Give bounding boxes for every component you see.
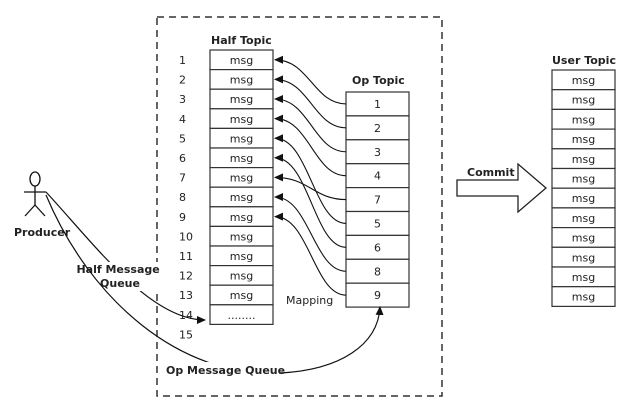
half-topic-cell-label: msg bbox=[230, 191, 253, 204]
mapping-arrow bbox=[274, 212, 347, 296]
half-message-queue-label-line2: Queue bbox=[100, 277, 140, 290]
half-topic-cell-label: msg bbox=[230, 250, 253, 263]
op-topic-cell-label: 2 bbox=[374, 122, 381, 135]
half-topic-cell-label: msg bbox=[230, 54, 253, 67]
mapping-arrow bbox=[274, 134, 347, 224]
op-message-queue-label-bg bbox=[163, 362, 279, 377]
half-topic-row-number: 15 bbox=[179, 328, 193, 341]
mapping-arrow bbox=[274, 153, 347, 248]
user-topic-cell-label: msg bbox=[572, 291, 595, 304]
half-topic-cell-label: msg bbox=[230, 93, 253, 106]
half-topic-cell bbox=[209, 304, 274, 325]
commit-label: Commit bbox=[467, 166, 515, 179]
op-message-queue-label: Op Message Queue bbox=[166, 364, 285, 377]
mapping-arrow bbox=[274, 114, 347, 177]
op-topic-cell-label: 9 bbox=[374, 289, 381, 302]
op-topic-column: 1 2 3 4 7 5 6 8 9 bbox=[345, 91, 410, 308]
op-topic-cell-label: 1 bbox=[374, 98, 381, 111]
user-topic-cell bbox=[551, 286, 616, 308]
op-topic-cell-label: 4 bbox=[374, 170, 381, 183]
mapping-arrow bbox=[274, 193, 347, 272]
half-topic-title: Half Topic bbox=[211, 34, 272, 47]
user-topic-column: msg msg msg msg msg msg msg msg msg msg msg msg bbox=[551, 69, 616, 308]
half-topic-cell-label: msg bbox=[230, 270, 253, 283]
half-topic-row-number: 12 bbox=[179, 270, 193, 283]
half-topic-row-number: 3 bbox=[179, 93, 186, 106]
user-topic-cell-label: msg bbox=[572, 113, 595, 126]
op-topic-cell-label: 7 bbox=[374, 194, 381, 207]
producer-icon bbox=[24, 171, 46, 217]
transaction-boundary bbox=[156, 16, 443, 397]
op-topic-cell-label: 6 bbox=[374, 241, 381, 254]
half-topic-column: 123456789101112131415msgmsgmsgmsgmsgmsgm… bbox=[179, 49, 274, 341]
half-topic-cell-label: ........ bbox=[228, 309, 256, 322]
half-topic-row-number: 6 bbox=[179, 152, 186, 165]
half-topic-row-number: 2 bbox=[179, 74, 186, 87]
half-topic-row-number: 11 bbox=[179, 250, 193, 263]
half-message-queue-label: Half Message Queue bbox=[76, 263, 163, 290]
half-topic-cell-label: msg bbox=[230, 132, 253, 145]
half-message-queue-label-bg bbox=[78, 262, 162, 291]
half-topic-cell-label: msg bbox=[230, 211, 253, 224]
user-topic-cell-label: msg bbox=[572, 94, 595, 107]
half-message-queue-label-line1: Half Message bbox=[76, 263, 159, 276]
user-topic-cell-label: msg bbox=[572, 192, 595, 205]
half-topic-row-number: 1 bbox=[179, 54, 186, 67]
half-topic-cell-label: msg bbox=[230, 289, 253, 302]
half-topic-row-number: 5 bbox=[179, 132, 186, 145]
mapping-arrow bbox=[274, 55, 347, 105]
mapping-label: Mapping bbox=[286, 294, 333, 307]
half-topic-row-number: 8 bbox=[179, 191, 186, 204]
user-topic-title: User Topic bbox=[552, 54, 616, 67]
op-topic-title: Op Topic bbox=[352, 74, 405, 87]
commit-arrow-icon bbox=[456, 162, 547, 214]
user-topic-cell-label: msg bbox=[572, 232, 595, 245]
user-topic-cell-label: msg bbox=[572, 212, 595, 225]
half-topic-cell-label: msg bbox=[230, 113, 253, 126]
producer-label: Producer bbox=[14, 226, 71, 239]
user-topic-cell-label: msg bbox=[572, 133, 595, 146]
user-topic-cell-label: msg bbox=[572, 173, 595, 186]
mapping-arrow bbox=[274, 75, 347, 129]
user-topic-cell-label: msg bbox=[572, 271, 595, 284]
user-topic-cell-label: msg bbox=[572, 74, 595, 87]
half-topic-row-number: 9 bbox=[179, 211, 186, 224]
half-topic-cell-label: msg bbox=[230, 152, 253, 165]
op-topic-cell-label: 8 bbox=[374, 265, 381, 278]
half-topic-cell-label: msg bbox=[230, 230, 253, 243]
mapping-arrows bbox=[274, 55, 347, 296]
half-topic-cell-label: msg bbox=[230, 74, 253, 87]
user-topic-cell-label: msg bbox=[572, 153, 595, 166]
op-topic-cell-label: 5 bbox=[374, 218, 381, 231]
half-topic-row-number: 13 bbox=[179, 289, 193, 302]
half-topic-row-number: 10 bbox=[179, 230, 193, 243]
user-topic-cell-label: msg bbox=[572, 251, 595, 264]
mapping-arrow bbox=[274, 95, 347, 153]
op-topic-cell-label: 3 bbox=[374, 146, 381, 159]
half-topic-row-number: 4 bbox=[179, 113, 186, 126]
mapping-arrow bbox=[274, 173, 347, 201]
half-topic-row-number: 7 bbox=[179, 172, 186, 185]
half-topic-cell-label: msg bbox=[230, 172, 253, 185]
